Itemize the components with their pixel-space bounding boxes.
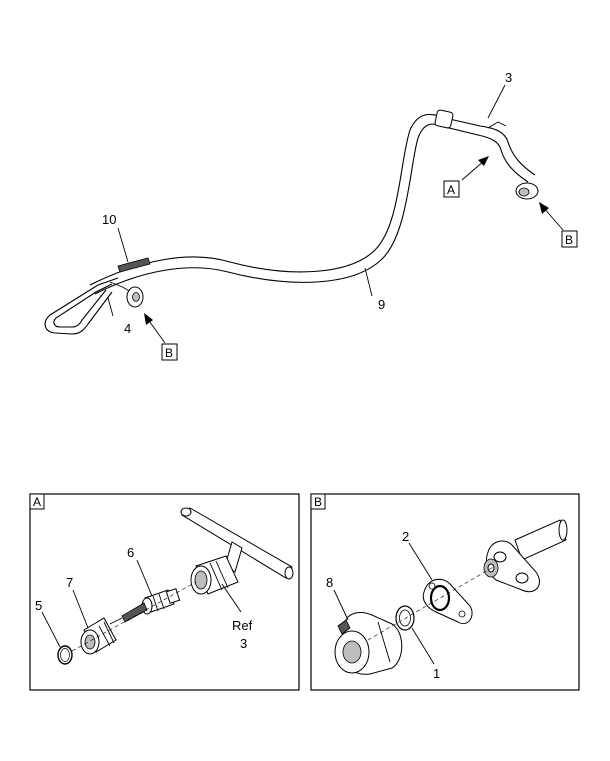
detail-a-panel: A bbox=[29, 493, 300, 691]
callout-10: 10 bbox=[102, 212, 116, 227]
hose-sleeve bbox=[434, 109, 454, 129]
callout-9: 9 bbox=[378, 297, 385, 312]
hose-outline-top bbox=[89, 113, 536, 286]
view-ref-a-box bbox=[443, 180, 460, 198]
view-ref-b-right: B bbox=[565, 233, 573, 247]
detail-b-gasket-ring bbox=[429, 584, 451, 612]
callout-4: 4 bbox=[124, 321, 131, 336]
callout-ref-number: 3 bbox=[240, 636, 247, 651]
callout-3: 3 bbox=[505, 70, 512, 85]
view-ref-a: A bbox=[447, 183, 455, 197]
callout-6: 6 bbox=[127, 545, 134, 560]
detail-a-o-ring bbox=[57, 645, 73, 665]
right-fitting-bore bbox=[518, 187, 530, 197]
callout-5: 5 bbox=[35, 598, 42, 613]
hose-outline-bottom bbox=[94, 123, 529, 295]
callout-1: 1 bbox=[433, 666, 440, 681]
callout-ref: Ref bbox=[232, 618, 253, 633]
detail-b-connector bbox=[334, 612, 403, 675]
clamp-band bbox=[117, 257, 151, 273]
view-ref-b-left: B bbox=[165, 346, 173, 360]
loop-bracket-inner bbox=[53, 283, 113, 328]
detail-a-label: A bbox=[33, 495, 41, 509]
detail-b-label: B bbox=[314, 495, 322, 509]
callout-7: 7 bbox=[66, 575, 73, 590]
detail-a-nut bbox=[80, 617, 117, 655]
detail-b-panel: B 2 8 1 bbox=[310, 493, 580, 691]
view-ref-b-left-box bbox=[161, 343, 178, 361]
hose-branch bbox=[487, 121, 507, 129]
detail-b-tube bbox=[514, 519, 567, 561]
detail-a-centerline bbox=[71, 581, 197, 652]
hose-assembly bbox=[44, 109, 539, 335]
detail-b-centerline bbox=[367, 565, 496, 641]
left-fitting-tube bbox=[109, 281, 131, 293]
main-leaders bbox=[107, 84, 564, 344]
callout-2: 2 bbox=[402, 529, 409, 544]
loop-bracket-outer bbox=[44, 277, 119, 335]
detail-a-valve-core bbox=[109, 588, 181, 625]
left-fitting-bore bbox=[132, 292, 140, 302]
callout-8: 8 bbox=[326, 575, 333, 590]
view-ref-b-right-box bbox=[561, 230, 578, 248]
